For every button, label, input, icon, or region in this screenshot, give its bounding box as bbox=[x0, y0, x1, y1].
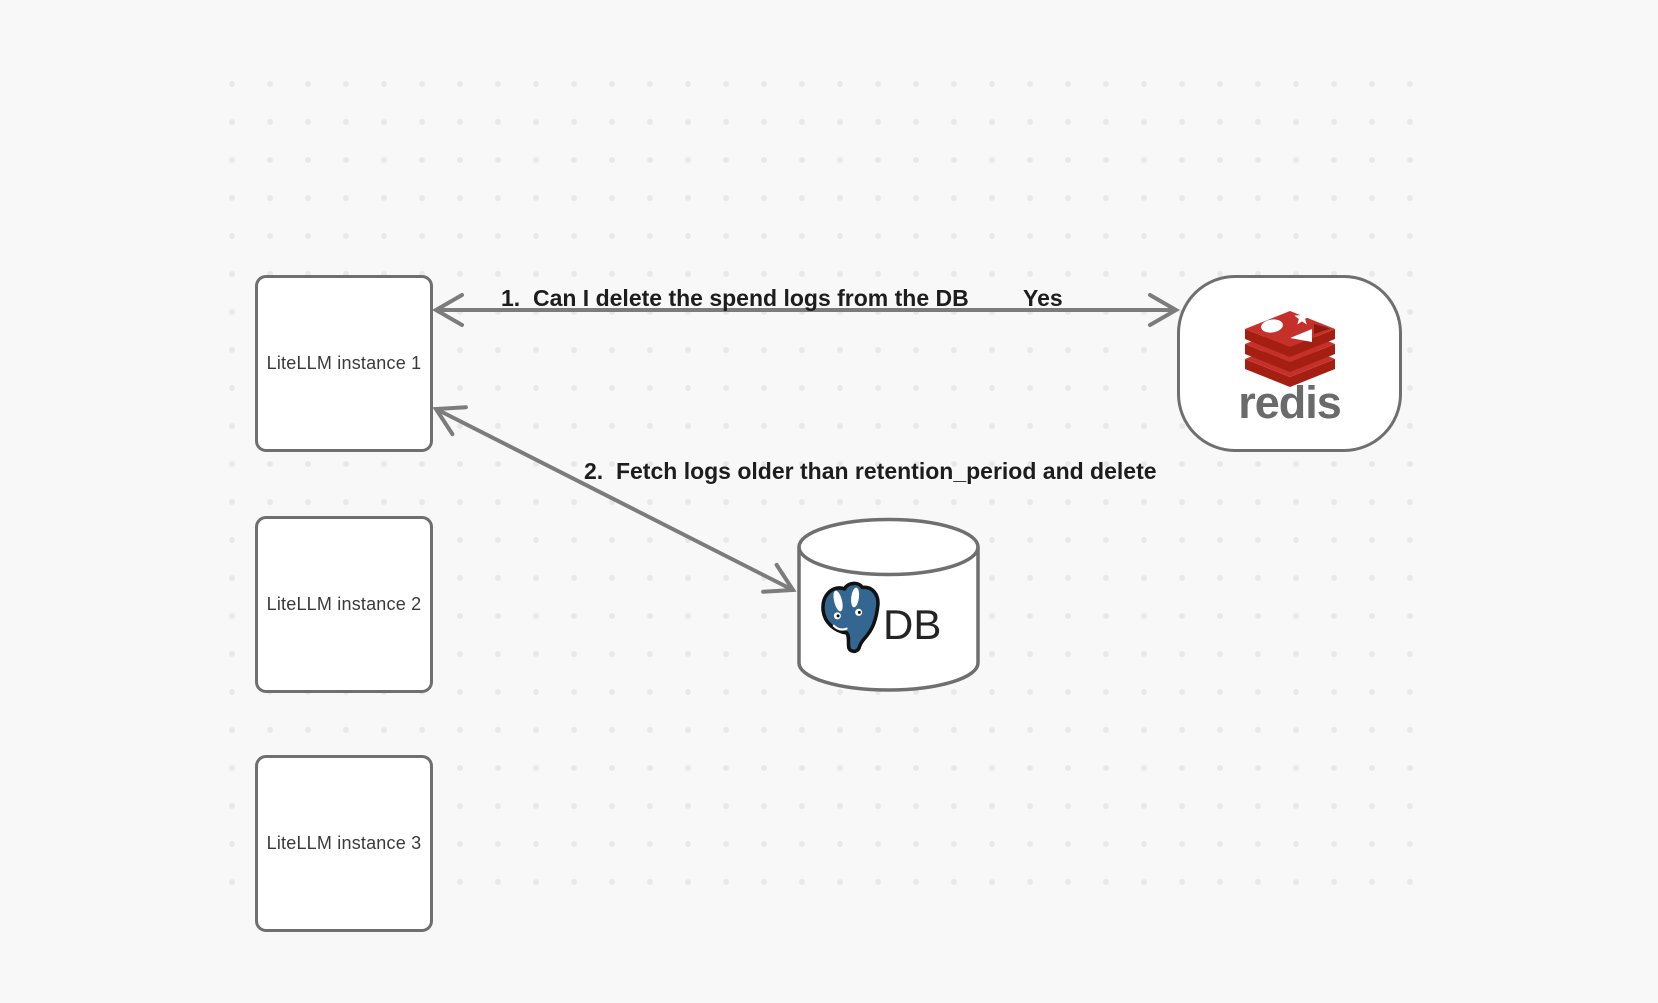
node-litellm-instance-1: LiteLLM instance 1 bbox=[255, 275, 433, 452]
node-litellm-instance-2: LiteLLM instance 2 bbox=[255, 516, 433, 693]
node-litellm-instance-3: LiteLLM instance 3 bbox=[255, 755, 433, 932]
node-label: LiteLLM instance 3 bbox=[266, 833, 422, 853]
message-1-label: 1. Can I delete the spend logs from the … bbox=[501, 285, 969, 311]
redis-logo-icon bbox=[1245, 311, 1335, 387]
node-db: DB bbox=[797, 517, 980, 695]
node-label: LiteLLM instance 1 bbox=[266, 353, 422, 373]
redis-star-shape bbox=[1294, 311, 1310, 325]
message-1-reply-label: Yes bbox=[1023, 285, 1063, 311]
redis-wordmark: redis bbox=[1238, 377, 1342, 428]
db-label: DB bbox=[883, 601, 942, 648]
db-cylinder-shape bbox=[797, 517, 980, 692]
node-label: LiteLLM instance 2 bbox=[266, 594, 422, 614]
message-2-label: 2. Fetch logs older than retention_perio… bbox=[584, 458, 1157, 484]
node-redis: redis bbox=[1177, 275, 1402, 452]
postgresql-elephant-icon bbox=[821, 581, 880, 654]
